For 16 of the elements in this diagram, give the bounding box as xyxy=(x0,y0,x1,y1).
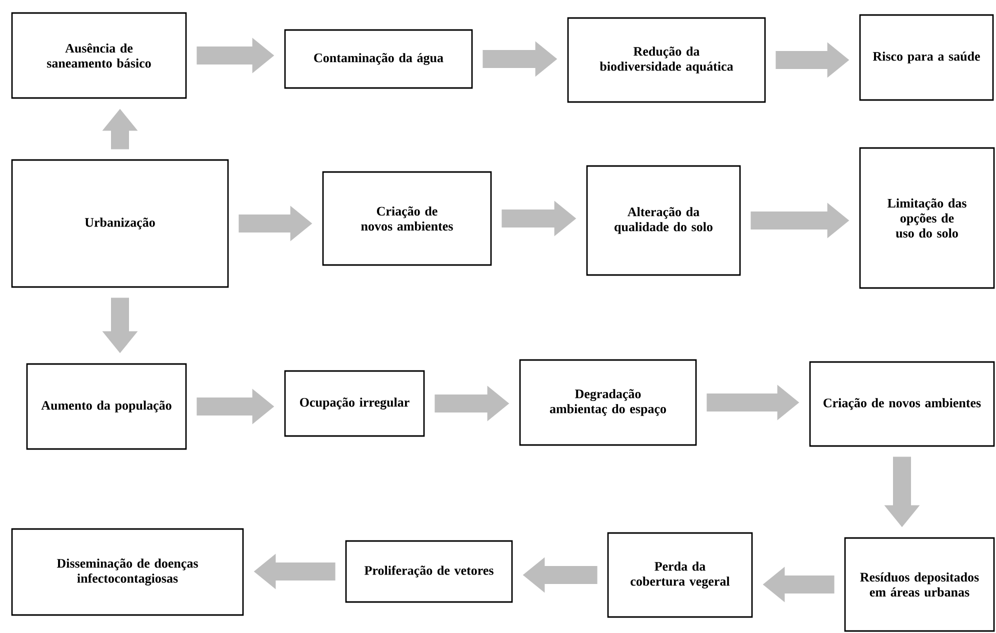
process-box: Alteração da qualidade do solo xyxy=(586,165,741,276)
process-box: Ocupação irregular xyxy=(284,370,425,437)
process-box: Proliferação de vetores xyxy=(345,540,513,603)
process-box: Limitação das opções de uso do solo xyxy=(859,147,995,289)
process-box: Urbanização xyxy=(11,159,229,288)
process-box: Degradação ambientaç do espaço xyxy=(519,359,697,446)
process-box: Perda da cobertura vegeral xyxy=(607,532,753,618)
process-box: Criação de novos ambientes xyxy=(322,171,492,266)
process-box: Redução da biodiversidade aquática xyxy=(567,17,766,103)
process-box: Resíduos depositados em áreas urbanas xyxy=(844,537,995,632)
process-box: Risco para a saúde xyxy=(859,14,994,101)
process-box: Aumento da população xyxy=(26,363,187,450)
process-box: Contaminação da água xyxy=(284,29,473,89)
process-box: Ausência de saneamento básico xyxy=(11,12,187,99)
process-box: Criação de novos ambientes xyxy=(809,361,995,447)
process-box: Disseminação de doenças infectocontagiosas xyxy=(11,528,244,616)
